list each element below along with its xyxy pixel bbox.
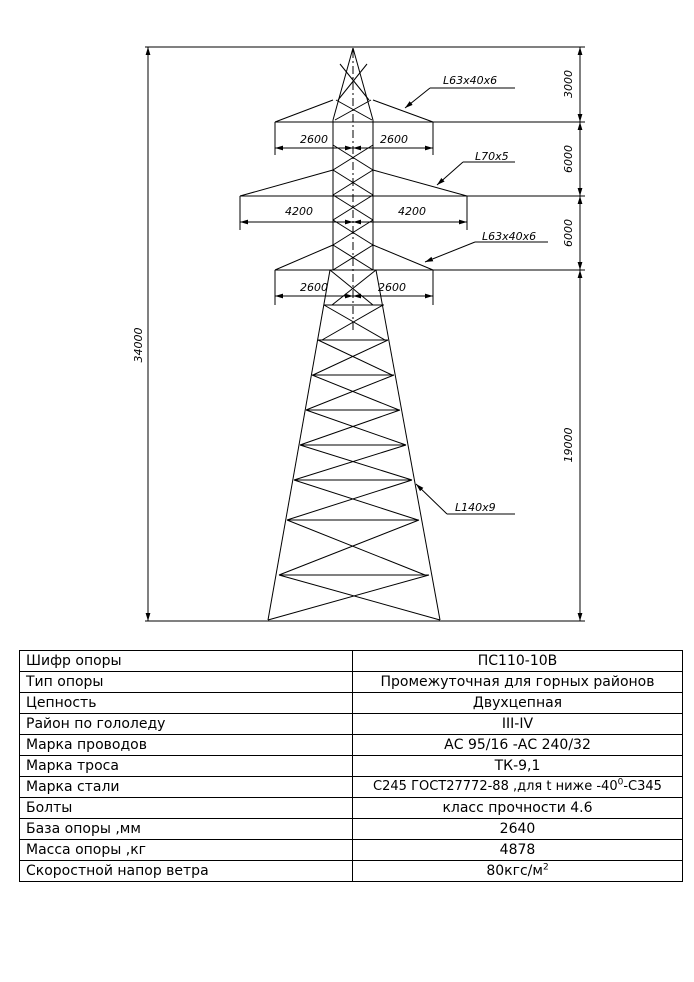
tower-legs xyxy=(267,269,441,621)
row-label: Марка стали xyxy=(19,776,353,798)
row-label: Марка проводов xyxy=(19,734,353,756)
dim-bottom-right: 2600 xyxy=(378,281,406,294)
bottom-crossarm xyxy=(274,244,434,305)
row-label: Цепность xyxy=(19,692,353,714)
dim-lower-gap: 6000 xyxy=(562,219,575,247)
steel-grade-suffix: -С345 xyxy=(623,779,662,794)
row-label: Марка троса xyxy=(19,755,353,777)
row-label: Болты xyxy=(19,797,353,819)
dim-middle-left: 4200 xyxy=(285,205,313,218)
tower-drawing: L63x40x6 L70x5 L63x40x6 L140x9 2600 2600… xyxy=(132,46,585,622)
row-value: Промежуточная для горных районов xyxy=(352,671,683,693)
label-middle-arm: L70x5 xyxy=(475,150,509,163)
dim-base-section: 19000 xyxy=(562,428,575,463)
dim-middle-right: 4200 xyxy=(398,205,426,218)
label-bottom-arm: L63x40x6 xyxy=(482,230,536,243)
height-dimensions xyxy=(145,46,585,622)
dim-top-section: 3000 xyxy=(562,70,575,98)
label-top-arm: L63x40x6 xyxy=(443,74,497,87)
label-leg: L140x9 xyxy=(455,501,496,514)
steel-grade-sup: 0 xyxy=(617,777,624,788)
tower-upper-column xyxy=(332,50,374,330)
wind-pressure-sup: 2 xyxy=(542,862,549,873)
row-label: Тип опоры xyxy=(19,671,353,693)
dim-top-right: 2600 xyxy=(380,133,408,146)
row-value: класс прочности 4.6 xyxy=(352,797,683,819)
wind-pressure-text: 80кгс/м xyxy=(486,863,543,879)
row-value: 80кгс/м2 xyxy=(352,860,683,882)
row-value: ПС110-10В xyxy=(352,650,683,672)
row-value: ТК-9,1 xyxy=(352,755,683,777)
steel-grade-text: С245 ГОСТ27772-88 ,для t ниже -40 xyxy=(373,779,618,794)
top-crossarm xyxy=(274,99,434,155)
row-value: III-IV xyxy=(352,713,683,735)
row-label: Скоростной напор ветра xyxy=(19,860,353,882)
row-label: База опоры ,мм xyxy=(19,818,353,840)
row-value: Двухцепная xyxy=(352,692,683,714)
row-value: С245 ГОСТ27772-88 ,для t ниже -400-С345 xyxy=(352,776,683,798)
row-value: 2640 xyxy=(352,818,683,840)
row-label: Шифр опоры xyxy=(19,650,353,672)
dim-bottom-left: 2600 xyxy=(300,281,328,294)
dim-total-height: 34000 xyxy=(132,328,145,363)
dim-top-left: 2600 xyxy=(300,133,328,146)
row-label: Масса опоры ,кг xyxy=(19,839,353,861)
leader-lines xyxy=(404,87,548,515)
row-label: Район по гололеду xyxy=(19,713,353,735)
width-dimensions xyxy=(240,145,467,299)
row-value: АС 95/16 -АС 240/32 xyxy=(352,734,683,756)
row-value: 4878 xyxy=(352,839,683,861)
dim-upper-gap: 6000 xyxy=(562,145,575,173)
